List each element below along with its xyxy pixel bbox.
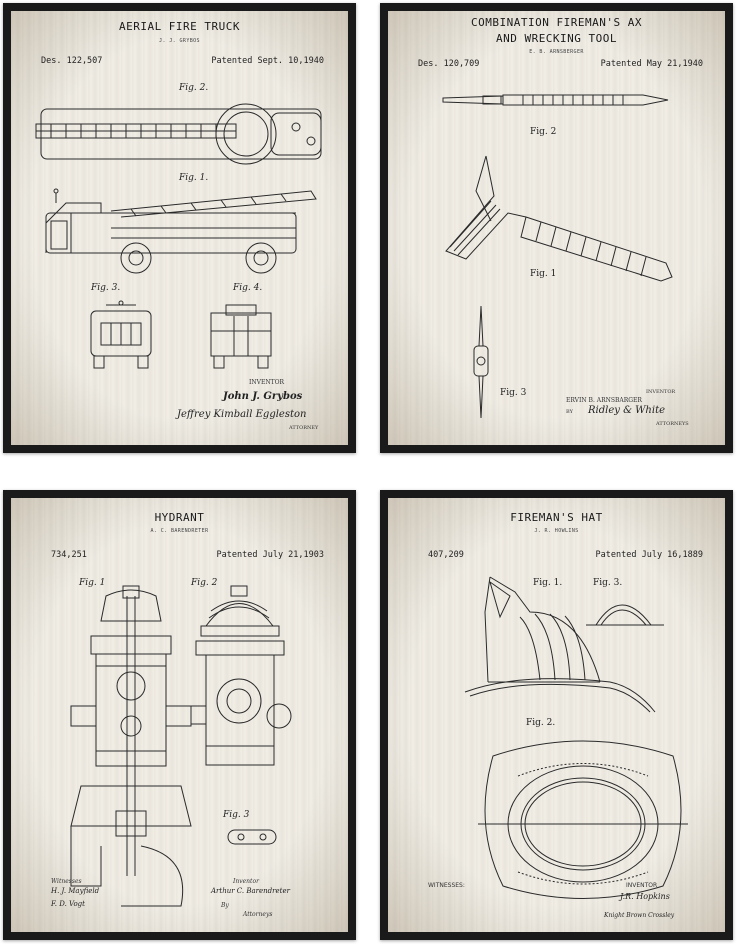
witness-signature-1: H. J. Mayfield: [51, 887, 100, 895]
ax-front-view-drawing: [473, 305, 489, 419]
by-label: BY: [566, 409, 573, 415]
poster-fireman-ax: COMBINATION FIREMAN'S AX AND WRECKING TO…: [388, 11, 725, 445]
inventor-caption: J. J. GRYBOS: [159, 38, 200, 44]
witness-signature-2: F. D. Vogt: [51, 900, 85, 908]
poster-fire-truck: AERIAL FIRE TRUCK J. J. GRYBOS Des. 122,…: [11, 11, 348, 445]
fig-label: Fig. 2: [191, 578, 218, 588]
by-label: By: [221, 902, 229, 909]
poster-title: FIREMAN'S HAT: [510, 511, 603, 524]
hydrant-section-drawing: [70, 585, 192, 907]
patent-date: Patented July 21,1903: [216, 550, 324, 560]
attorney-label: ATTORNEY: [289, 425, 319, 431]
hat-side-view-drawing: [464, 576, 656, 713]
inventor-label: INVENTOR: [626, 882, 658, 889]
poster-frame-fireman-hat: FIREMAN'S HAT J. R. HOWLINS 407,209 Pate…: [380, 490, 733, 940]
ax-side-view-drawing: [445, 155, 673, 282]
attorneys-label: Attorneys: [243, 911, 273, 918]
inventor-caption: A. C. BARENDRETER: [150, 528, 209, 534]
hydrant-valve-detail-drawing: [227, 829, 277, 845]
witnesses-label: Witnesses: [51, 878, 82, 885]
fig-label: Fig. 1.: [179, 173, 209, 183]
design-number: Des. 122,507: [41, 56, 103, 66]
fig-label: Fig. 3.: [593, 578, 623, 588]
attorney-signature: Knight Brown Crossley: [604, 912, 675, 919]
hydrant-exterior-drawing: [190, 585, 292, 766]
inventor-label: Inventor: [233, 878, 259, 885]
attorney-label: ATTORNEYS: [656, 421, 689, 427]
poster-frame-fireman-ax: COMBINATION FIREMAN'S AX AND WRECKING TO…: [380, 3, 733, 453]
poster-fireman-hat: FIREMAN'S HAT J. R. HOWLINS 407,209 Pate…: [388, 498, 725, 932]
poster-frame-fire-truck: AERIAL FIRE TRUCK J. J. GRYBOS Des. 122,…: [3, 3, 356, 453]
patent-number: 407,209: [428, 550, 464, 560]
truck-side-view-drawing: [45, 188, 317, 274]
witnesses-label: WITNESSES:: [428, 882, 465, 889]
truck-front-view-drawing: [90, 300, 152, 369]
patent-date: Patented May 21,1940: [600, 59, 703, 69]
fig-label: Fig. 3: [500, 388, 527, 398]
inventor-label: INVENTOR: [646, 389, 676, 395]
patent-number: 734,251: [51, 550, 87, 560]
poster-hydrant: HYDRANT A. C. BARENDRETER 734,251 Patent…: [11, 498, 348, 932]
inventor-signature: Arthur C. Barendreter: [211, 887, 290, 895]
poster-frame-hydrant: HYDRANT A. C. BARENDRETER 734,251 Patent…: [3, 490, 356, 940]
fig-label: Fig. 2.: [526, 718, 556, 728]
poster-title: HYDRANT: [154, 511, 205, 524]
fig-label: Fig. 4.: [233, 283, 263, 293]
poster-title: AERIAL FIRE TRUCK: [118, 20, 241, 33]
inventor-caption: E. B. ARNSBERGER: [529, 49, 584, 55]
poster-title-line-1: COMBINATION FIREMAN'S AX: [471, 16, 642, 29]
fig-label: Fig. 2.: [179, 83, 209, 93]
hat-front-profile-drawing: [586, 604, 664, 626]
inventor-signature: J.R. Hopkins: [620, 892, 670, 901]
truck-top-view-drawing: [35, 103, 322, 165]
hat-top-view-drawing: [478, 740, 688, 899]
poster-title-line-2: AND WRECKING TOOL: [495, 32, 618, 45]
ax-handle-top-view-drawing: [442, 94, 669, 106]
inventor-name: ERVIN B. ARNSBARGER: [566, 397, 642, 404]
fig-label: Fig. 2: [530, 127, 557, 137]
inventor-label: INVENTOR: [249, 379, 285, 386]
fig-label: Fig. 3.: [91, 283, 121, 293]
fig-label: Fig. 1.: [533, 578, 563, 588]
fig-label: Fig. 1: [530, 269, 557, 279]
inventor-signature: John J. Grybos: [223, 391, 303, 402]
patent-date: Patented Sept. 10,1940: [211, 56, 324, 66]
patent-date: Patented July 16,1889: [595, 550, 703, 560]
truck-rear-view-drawing: [210, 304, 272, 369]
inventor-caption: J. R. HOWLINS: [534, 528, 579, 534]
attorney-signature: Jeffrey Kimball Eggleston: [177, 409, 307, 420]
design-number: Des. 120,709: [418, 59, 480, 69]
fig-label: Fig. 1: [79, 578, 106, 588]
attorney-signature: Ridley & White: [588, 405, 666, 416]
fig-label: Fig. 3: [223, 810, 250, 820]
